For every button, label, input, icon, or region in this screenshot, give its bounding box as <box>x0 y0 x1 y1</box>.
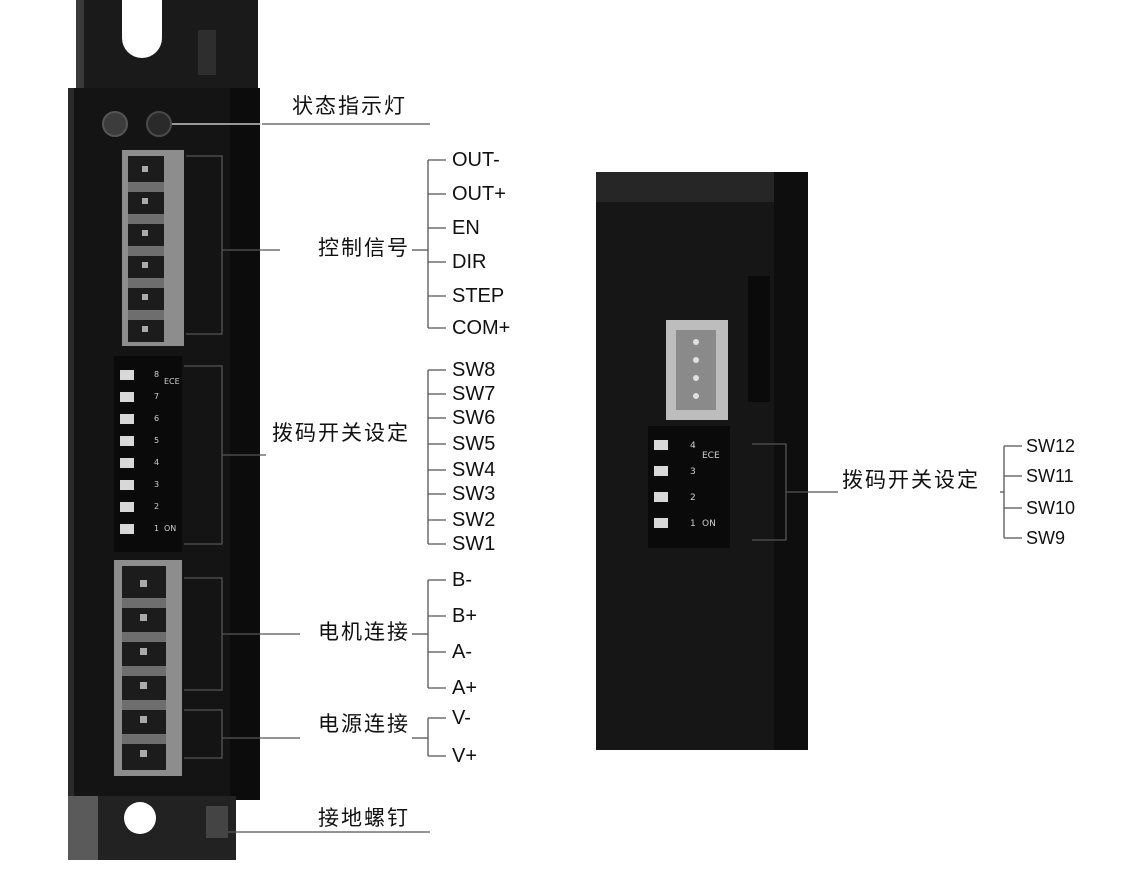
dip-switch-name: SW11 <box>1026 466 1074 486</box>
top-bracket <box>76 0 258 92</box>
bottom-mounting-hole <box>124 802 156 834</box>
dip-number: 1 <box>690 519 696 529</box>
dip-switch-name: SW3 <box>452 483 496 505</box>
dip-switch-name: SW10 <box>1026 498 1076 518</box>
dip-switch-name: SW9 <box>1026 528 1066 548</box>
pin-label: EN <box>452 217 480 239</box>
dip-number: 2 <box>154 502 160 511</box>
motor-power-terminal <box>114 560 182 776</box>
dip-switch-name: SW2 <box>452 509 496 531</box>
pin-label: B+ <box>452 605 478 627</box>
dip-number: 7 <box>154 392 160 401</box>
pin-label: A- <box>452 641 472 663</box>
dip-number: 6 <box>154 414 160 423</box>
dip-number: 2 <box>690 493 696 503</box>
dip-switch-name: SW4 <box>452 459 496 481</box>
dip-number: 4 <box>154 458 160 467</box>
dip-brand-marking: ECE <box>702 451 720 461</box>
motor-connection-label: 电机连接 <box>318 620 410 644</box>
dip-number: 8 <box>154 370 160 379</box>
dip-switch-name: SW1 <box>452 533 496 555</box>
pin-label: OUT- <box>452 149 500 171</box>
pin-label: OUT+ <box>452 183 506 205</box>
control-signal-terminal <box>122 150 184 346</box>
top-mounting-slot <box>122 0 162 58</box>
pin-label: DIR <box>452 251 487 273</box>
dip-switch-name: SW6 <box>452 407 496 429</box>
dip-on-marking: ON <box>164 524 177 533</box>
status-led-1 <box>102 111 128 137</box>
dip-brand-marking: ECE <box>164 377 180 386</box>
pin-label: A+ <box>452 677 478 699</box>
right-connector <box>666 320 728 420</box>
pin-label: V- <box>452 707 471 729</box>
ground-screw-label: 接地螺钉 <box>318 806 410 830</box>
dip-on-marking: ON <box>702 519 716 529</box>
dip-number: 4 <box>690 441 696 451</box>
control-signal-label: 控制信号 <box>318 236 410 260</box>
pin-label: V+ <box>452 745 478 767</box>
dip-switch-block-left <box>114 356 182 552</box>
pin-label: STEP <box>452 285 505 307</box>
dip-number: 5 <box>154 436 160 445</box>
dip-number: 1 <box>154 524 160 533</box>
dip-switch-block-right <box>648 426 730 548</box>
dip-switch-name: SW7 <box>452 383 496 405</box>
dip-switch-label: 拨码开关设定 <box>272 421 410 445</box>
dip-switch-name: SW8 <box>452 359 496 381</box>
pin-label: COM+ <box>452 317 511 339</box>
dip-number: 3 <box>154 480 160 489</box>
pin-label: B- <box>452 569 472 591</box>
status-led-label: 状态指示灯 <box>292 94 407 118</box>
dip-switch-name: SW12 <box>1026 436 1076 456</box>
right-dip-switch-label: 拨码开关设定 <box>842 468 980 492</box>
dip-number: 3 <box>690 467 696 477</box>
power-connection-label: 电源连接 <box>318 712 410 736</box>
status-led-2 <box>146 111 172 137</box>
ground-screw <box>206 806 228 838</box>
dip-switch-name: SW5 <box>452 433 496 455</box>
